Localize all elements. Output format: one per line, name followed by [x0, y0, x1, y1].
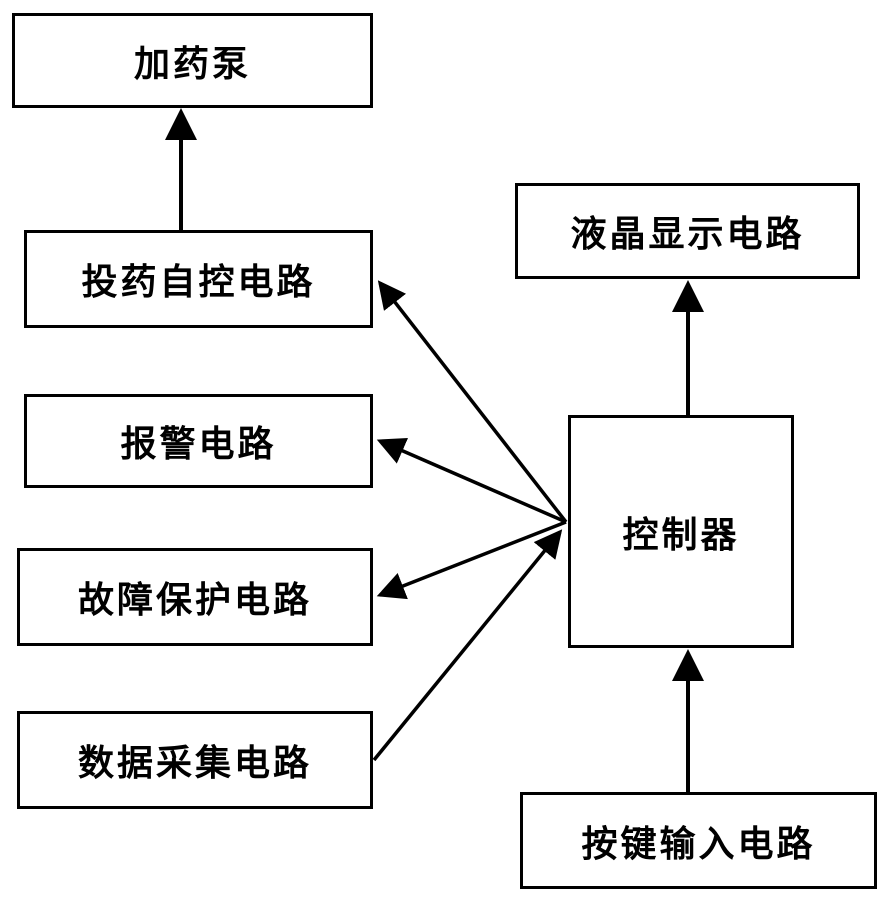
- controller-block: 控制器: [568, 415, 794, 648]
- dosing-autocontrol-circuit-block: 投药自控电路: [24, 230, 373, 328]
- data-acquisition-circuit-block: 数据采集电路: [17, 711, 373, 809]
- arrow-controller-to-dosing: [377, 280, 568, 524]
- lcd-display-circuit-block: 液晶显示电路: [515, 183, 860, 279]
- arrow-controller-to-alarm: [376, 437, 567, 524]
- alarm-circuit-block: 报警电路: [24, 394, 373, 488]
- arrow-data-to-controller: [372, 529, 563, 762]
- fault-protection-circuit-block: 故障保护电路: [17, 548, 373, 646]
- key-input-circuit-block: 按键输入电路: [520, 792, 877, 889]
- dosing-pump-block: 加药泵: [12, 13, 373, 108]
